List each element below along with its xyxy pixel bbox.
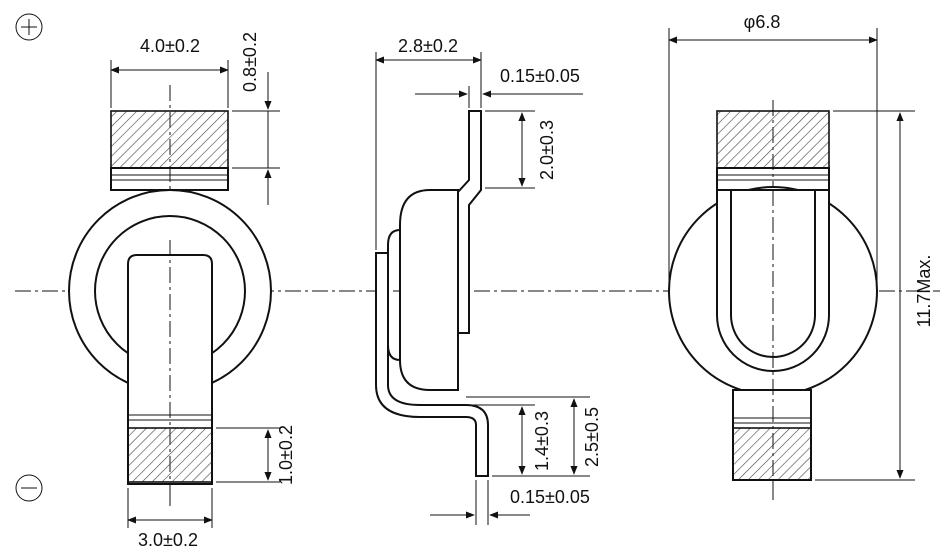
dim-bottom-lead-outer: 2.5±0.5 [466,396,602,475]
dim-side-width: 2.8±0.2 [375,36,482,250]
bottom-tab-hatched [127,427,213,483]
dim-top-tab: 0.8±0.2 [232,32,280,205]
dim-top-thickness: 0.15±0.05 [415,66,583,108]
dim-bottom-thickness: 0.15±0.05 [430,480,590,525]
right-top-tab-hatched [716,110,830,169]
svg-text:11.7Max.: 11.7Max. [914,255,934,328]
side-view [375,110,489,477]
svg-text:2.0±0.3: 2.0±0.3 [537,120,557,180]
right-bottom-tab-hatched [732,427,812,481]
negative-symbol [15,474,43,502]
dim-height: 11.7Max. [815,110,934,481]
side-top-lead [457,110,482,334]
svg-text:0.8±0.2: 0.8±0.2 [240,32,260,92]
svg-text:2.8±0.2: 2.8±0.2 [398,36,458,56]
dim-bottom-tab: 1.0±0.2 [216,425,296,485]
svg-text:1.0±0.2: 1.0±0.2 [276,425,296,485]
svg-text:4.0±0.2: 4.0±0.2 [140,36,200,56]
svg-text:0.15±0.05: 0.15±0.05 [510,487,590,507]
svg-text:1.4±0.3: 1.4±0.3 [532,411,552,471]
dim-top-lead: 2.0±0.3 [485,110,557,189]
dim-top-width: 4.0±0.2 [110,36,229,108]
side-cell-body [399,189,459,391]
svg-text:0.15±0.05: 0.15±0.05 [500,66,580,86]
svg-text:2.5±0.5: 2.5±0.5 [582,407,602,467]
positive-symbol [15,13,43,41]
right-view [668,100,878,500]
svg-text:φ6.8: φ6.8 [744,12,781,32]
dim-bottom-lead-inner: 1.4±0.3 [470,404,590,477]
side-bottom-lead [375,252,489,477]
dim-bottom-width: 3.0±0.2 [127,488,213,550]
left-view [68,85,272,508]
top-tab-hatched [110,110,229,169]
dim-diameter: φ6.8 [668,12,878,285]
svg-text:3.0±0.2: 3.0±0.2 [138,530,198,550]
